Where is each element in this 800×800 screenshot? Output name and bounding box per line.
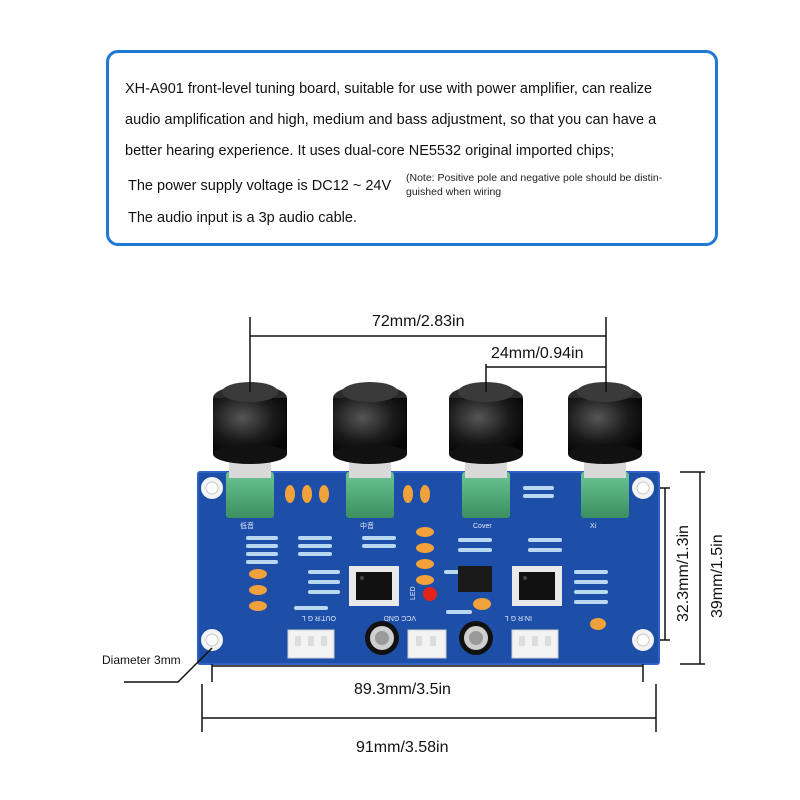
audio-input-line: The audio input is a 3p audio cable. xyxy=(128,210,357,226)
electrolytic-capacitor-left xyxy=(365,621,399,655)
capacitor-group-top-left xyxy=(285,485,329,503)
polarity-note-line-1: (Note: Positive pole and negative pole s… xyxy=(406,172,663,184)
dim-board-height: 39mm/1.5in xyxy=(709,534,726,618)
mounting-hole-top-right xyxy=(632,477,654,499)
output-header xyxy=(287,629,335,659)
polarity-note-line-2: guished when wiring xyxy=(406,186,502,198)
pot-knob-2 xyxy=(333,382,407,518)
voltage-regulator xyxy=(458,566,492,592)
dim-hole-span: 89.3mm/3.5in xyxy=(354,681,451,698)
silk-power-label: VCC GND xyxy=(384,614,416,621)
dim-hole-height: 32.3mm/1.3in xyxy=(675,525,692,622)
silk-xi-label: Xi xyxy=(590,523,597,530)
silk-mid-label: 中音 xyxy=(360,521,374,530)
ic-ne5532-right xyxy=(512,566,562,606)
silk-treble-label: Cover xyxy=(473,523,492,530)
description-line-2: audio amplification and high, medium and… xyxy=(125,112,657,128)
description-line-3: better hearing experience. It uses dual-… xyxy=(125,143,615,159)
pot-knob-3 xyxy=(449,382,523,518)
dim-knob-span: 72mm/2.83in xyxy=(372,313,465,330)
silk-bass-label: 低音 xyxy=(240,521,254,530)
dimension-lines xyxy=(124,317,705,732)
power-supply-line: The power supply voltage is DC12 ~ 24V xyxy=(128,178,392,194)
power-header xyxy=(407,629,447,659)
mounting-hole-top-left xyxy=(201,477,223,499)
mounting-hole-bottom-right xyxy=(632,629,654,651)
silk-led-label: LED xyxy=(410,586,417,600)
resistor-array xyxy=(246,486,608,614)
silk-output-label: OUT:R G L xyxy=(302,614,336,621)
ic-ne5532-left xyxy=(349,566,399,606)
description-box: XH-A901 front-level tuning board, suitab… xyxy=(106,50,718,246)
capacitor-group-top-middle xyxy=(403,485,430,503)
power-led xyxy=(423,587,437,601)
silk-input-label: IN:R G L xyxy=(505,614,532,621)
dim-board-width: 91mm/3.58in xyxy=(356,739,449,756)
dim-knob-pitch: 24mm/0.94in xyxy=(491,345,584,362)
capacitor-group-mid xyxy=(249,527,606,630)
pot-knob-4 xyxy=(568,382,642,518)
pot-knob-1 xyxy=(213,382,287,518)
electrolytic-capacitor-right xyxy=(459,621,493,655)
dim-hole-diameter: Diameter 3mm xyxy=(102,653,181,667)
input-header xyxy=(511,629,559,659)
description-line-1: XH-A901 front-level tuning board, suitab… xyxy=(125,81,653,97)
mounting-hole-bottom-left xyxy=(201,629,223,651)
